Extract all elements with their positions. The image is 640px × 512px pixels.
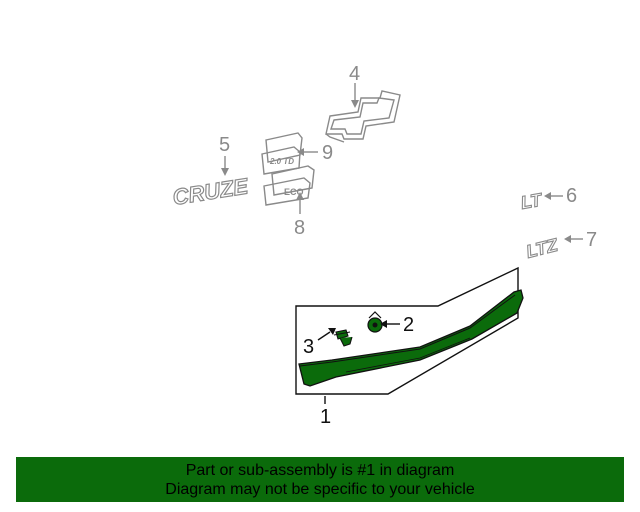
bowtie-emblem[interactable] <box>325 90 401 143</box>
lt-emblem-text: LT <box>519 189 545 213</box>
cruze-emblem-text: CRUZE <box>171 173 251 210</box>
callout-5: 5 <box>219 134 230 156</box>
callout-3: 3 <box>303 336 314 358</box>
applique-assembly-box <box>295 266 519 395</box>
banner-line-2: Diagram may not be specific to your vehi… <box>165 481 475 498</box>
ltz-emblem-text: LTZ <box>524 235 561 262</box>
lt-emblem[interactable]: LT <box>519 189 546 214</box>
push-pin-retainer[interactable] <box>333 329 353 347</box>
callout-4: 4 <box>349 63 360 85</box>
cruze-emblem[interactable]: CRUZE <box>170 173 251 211</box>
parts-diagram: 4 2.0 TD 9 ECO 8 CRUZE 5 LT 6 LTZ 7 <box>170 63 597 428</box>
banner-line-1: Part or sub-assembly is #1 in diagram <box>185 462 455 479</box>
callout-9: 9 <box>322 142 333 164</box>
callout-7: 7 <box>586 229 597 251</box>
callout-6: 6 <box>566 185 577 207</box>
eco-badge[interactable]: ECO <box>263 165 315 206</box>
td-badge-text: 2.0 TD <box>269 157 294 166</box>
ltz-emblem[interactable]: LTZ <box>524 234 562 262</box>
eco-badge-text: ECO <box>284 187 304 197</box>
applique-molding[interactable] <box>298 289 524 387</box>
td-badge[interactable]: 2.0 TD <box>261 132 303 175</box>
clip-fastener[interactable] <box>367 311 383 333</box>
callout-8: 8 <box>294 217 305 239</box>
part-info-banner: Part or sub-assembly is #1 in diagram Di… <box>16 457 624 502</box>
callout-2: 2 <box>403 314 414 336</box>
callout-1: 1 <box>320 406 331 428</box>
